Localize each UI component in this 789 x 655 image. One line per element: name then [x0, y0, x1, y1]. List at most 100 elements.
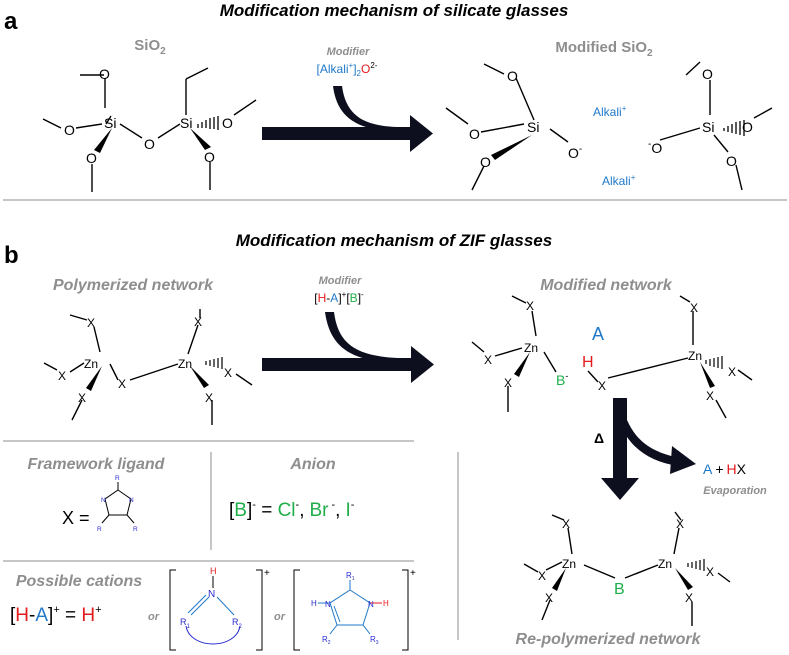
- svg-text:H: H: [210, 566, 217, 576]
- sio2-structure: O O Si O Si O O O: [42, 66, 257, 192]
- modified-network-left: X X Zn X B-: [471, 295, 568, 412]
- svg-text:H: H: [582, 354, 594, 371]
- svg-text:Si: Si: [702, 119, 714, 135]
- svg-text:X: X: [690, 301, 698, 315]
- modifier-a-formula: [Alkali+]2O2-: [317, 61, 378, 78]
- svg-text:X: X: [205, 391, 213, 405]
- evaporation-arrow: [601, 398, 696, 500]
- svg-text:X: X: [194, 315, 202, 329]
- evaporation-products: A+HX: [703, 461, 747, 477]
- svg-text:N: N: [208, 589, 215, 600]
- svg-text:R1: R1: [180, 617, 191, 630]
- svg-text:N: N: [129, 497, 134, 504]
- svg-text:X: X: [526, 299, 534, 313]
- svg-text:O: O: [204, 149, 215, 165]
- svg-text:R: R: [115, 475, 120, 482]
- svg-text:R3: R3: [370, 635, 379, 646]
- svg-text:X: X: [58, 369, 66, 383]
- svg-text:N: N: [101, 497, 106, 504]
- panel-a-label: a: [4, 8, 18, 35]
- svg-text:X: X: [598, 379, 606, 393]
- modified-network-label: Modified network: [540, 277, 673, 294]
- svg-text:X: X: [538, 569, 546, 583]
- svg-text:O: O: [742, 119, 753, 135]
- svg-text:B: B: [614, 581, 625, 598]
- svg-text:X: X: [728, 365, 736, 379]
- polymerized-network-structure: X X X Zn X Zn X X X: [43, 309, 253, 425]
- imine-cation-structure: + H N R1 R2: [169, 566, 270, 651]
- modified-network-right: H X X Zn X X: [582, 295, 753, 419]
- svg-text:+: +: [264, 568, 270, 579]
- svg-text:X: X: [706, 565, 714, 579]
- or-label-1: or: [148, 611, 160, 623]
- imidazolium-cation-structure: + R1 N N H H R2 R3: [293, 568, 416, 651]
- sio2-label: SiO2: [134, 37, 166, 57]
- panel-b-title: Modification mechanism of ZIF glasses: [236, 231, 552, 250]
- svg-text:Zn: Zn: [84, 357, 98, 371]
- svg-text:O: O: [726, 153, 737, 169]
- modifier-b-label: Modifier: [319, 275, 362, 287]
- svg-text:R2: R2: [232, 617, 243, 630]
- modified-sio2-right-unit: O Si -O O O: [648, 61, 773, 191]
- x-equals: X =: [62, 508, 90, 528]
- svg-text:Zn: Zn: [178, 357, 192, 371]
- or-label-2: or: [274, 611, 286, 623]
- modifier-b-formula: [H-A]+[B]-: [314, 290, 364, 305]
- svg-text:B-: B-: [556, 371, 568, 388]
- label-a: A: [592, 324, 604, 344]
- repolymerized-network-label: Re-polymerized network: [516, 631, 702, 648]
- svg-text:Zn: Zn: [688, 349, 702, 363]
- svg-text:O: O: [222, 115, 233, 131]
- svg-text:X: X: [676, 517, 684, 531]
- svg-text:X: X: [484, 353, 492, 367]
- svg-text:X: X: [87, 316, 95, 330]
- svg-text:Si: Si: [180, 115, 192, 131]
- reaction-arrow-a: [262, 86, 433, 152]
- imidazolate-ligand-structure: R N N R R: [97, 475, 138, 533]
- possible-cations-label: Possible cations: [16, 573, 142, 590]
- svg-text:Zn: Zn: [524, 341, 538, 355]
- panel-a-title: Modification mechanism of silicate glass…: [220, 1, 569, 20]
- svg-text:Si: Si: [104, 115, 116, 131]
- svg-text:R: R: [133, 526, 138, 533]
- framework-ligand-label: Framework ligand: [28, 456, 166, 473]
- svg-text:Zn: Zn: [562, 557, 576, 571]
- svg-text:+: +: [410, 568, 416, 579]
- svg-text:H: H: [311, 599, 317, 608]
- svg-text:R2: R2: [322, 635, 331, 646]
- svg-text:O: O: [64, 122, 75, 138]
- svg-text:X: X: [545, 591, 553, 605]
- heat-delta-symbol: Δ: [594, 430, 604, 446]
- svg-text:X: X: [78, 391, 86, 405]
- svg-text:O-: O-: [568, 144, 582, 161]
- alkali-label-bottom: Alkali+: [602, 173, 636, 188]
- svg-text:X: X: [685, 591, 693, 605]
- svg-text:-O: -O: [648, 139, 662, 156]
- svg-text:O: O: [86, 150, 97, 166]
- svg-text:O: O: [702, 66, 713, 82]
- cation-formula: [H-A]+ = H+: [10, 604, 102, 626]
- svg-text:X: X: [118, 377, 126, 391]
- svg-text:Si: Si: [527, 119, 539, 135]
- reaction-arrow-b: [262, 312, 434, 383]
- svg-text:X: X: [224, 366, 232, 380]
- svg-text:X: X: [504, 376, 512, 390]
- repolymerized-network-structure: X X X Zn B Zn X X X: [523, 511, 731, 626]
- polymerized-network-label: Polymerized network: [53, 277, 214, 294]
- svg-text:O: O: [469, 126, 480, 142]
- panel-b-label: b: [4, 242, 19, 269]
- modifier-a-label: Modifier: [327, 46, 370, 58]
- svg-text:O: O: [507, 68, 518, 84]
- modified-sio2-label: Modified SiO2: [555, 39, 653, 59]
- svg-text:R1: R1: [346, 571, 355, 582]
- svg-text:R: R: [97, 526, 102, 533]
- svg-text:O: O: [144, 136, 155, 152]
- alkali-label-top: Alkali+: [593, 104, 627, 119]
- anion-formula: [B]- = Cl-,Br-,I-: [229, 499, 355, 521]
- svg-text:N: N: [368, 600, 374, 609]
- svg-text:O: O: [480, 154, 491, 170]
- svg-text:N: N: [325, 600, 331, 609]
- anion-label: Anion: [289, 456, 336, 473]
- evaporation-label: Evaporation: [703, 485, 767, 497]
